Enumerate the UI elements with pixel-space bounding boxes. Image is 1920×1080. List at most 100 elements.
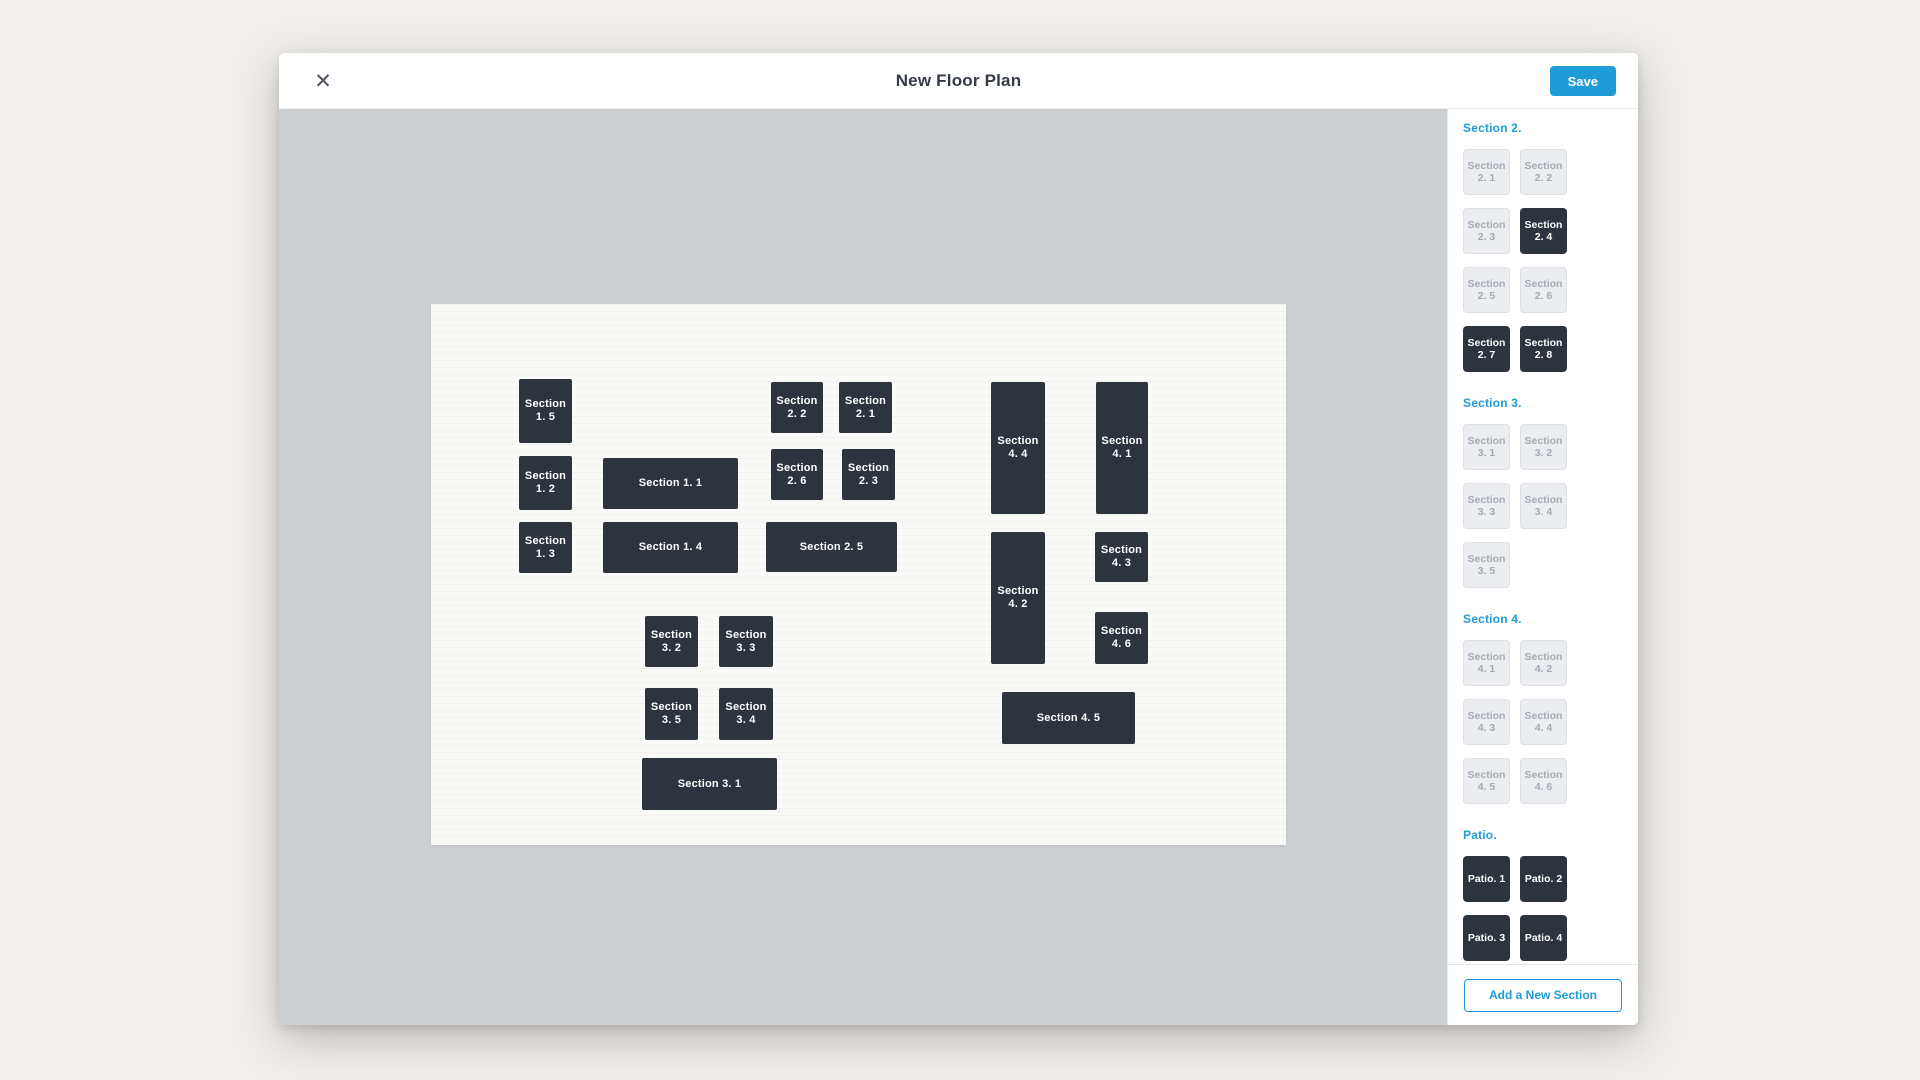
label-line: 4. 6 [1534,781,1553,793]
label-line: 2. 6 [1534,290,1553,302]
section-group-title: Section 4. [1463,612,1522,626]
label-line: 3. 3 [1477,506,1496,518]
label-line: Section [524,470,567,482]
close-icon[interactable]: ✕ [314,69,332,93]
label-line: Section [1524,219,1563,231]
label: Section 1. 1 [638,477,703,489]
label-line: 3. 1 [1477,447,1496,459]
label: Section 3. 1 [677,777,742,790]
label-line: Section [1524,769,1563,781]
label: Section 4. 5 [1036,711,1101,724]
label-line: Section [776,461,818,474]
sidebar-tile-patio-1[interactable]: Patio. 1 [1463,856,1510,902]
label: Patio. 4 [1524,932,1563,944]
label-line: 4. 4 [1008,448,1028,460]
add-new-section-button[interactable]: Add a New Section [1464,978,1622,1012]
floor-block-1-1[interactable]: Section 1. 1 [603,458,738,509]
label-line: 3. 2 [661,641,682,654]
sidebar-tile-patio-4[interactable]: Patio. 4 [1520,915,1567,961]
label-line: 4. 4 [1534,722,1553,734]
sidebar-footer: Add a New Section [1448,964,1638,1025]
label-line: Section [524,398,567,410]
floor-block-4-5[interactable]: Section 4. 5 [1002,692,1135,744]
label-line: Section [1524,278,1563,290]
label-line: Section [847,461,890,474]
label-line: Section [844,394,887,407]
label: Section 2. 5 [799,540,864,553]
label-line: 3. 3 [736,641,756,654]
label-line: 2. 8 [1534,349,1553,361]
label-line: 1. 3 [535,547,556,560]
label-line: 2. 7 [1477,349,1496,361]
label-line: Section [650,701,693,713]
label-line: Section [725,701,767,713]
floor-block-3-1[interactable]: Section 3. 1 [642,758,777,810]
label-line: 2. 4 [1534,231,1553,243]
label-line: Section [1467,710,1506,722]
label-line: 4. 3 [1111,557,1132,569]
label-line: Section [1100,544,1143,556]
label-line: Section [1467,278,1506,290]
sidebar-tile-patio-2[interactable]: Patio. 2 [1520,856,1567,902]
label-line: Section [1467,219,1506,231]
floor-block-2-5[interactable]: Section 2. 5 [766,522,897,572]
label-line: Section [1467,435,1506,447]
label: Patio. 3 [1467,932,1506,944]
section-group-title: Section 3. [1463,396,1522,410]
sidebar-tile-patio-3[interactable]: Patio. 3 [1463,915,1510,961]
floor-block-1-4[interactable]: Section 1. 4 [603,522,738,573]
save-button[interactable]: Save [1549,66,1616,96]
label-line: Section [1524,160,1563,172]
section-group-title: Section 2. [1463,121,1522,135]
label-line: 2. 3 [1477,231,1496,243]
label-line: Section [1467,337,1506,349]
label-line: 4. 3 [1477,722,1496,734]
label-line: Section [1100,625,1143,637]
section-group-title: Patio. [1463,828,1497,842]
